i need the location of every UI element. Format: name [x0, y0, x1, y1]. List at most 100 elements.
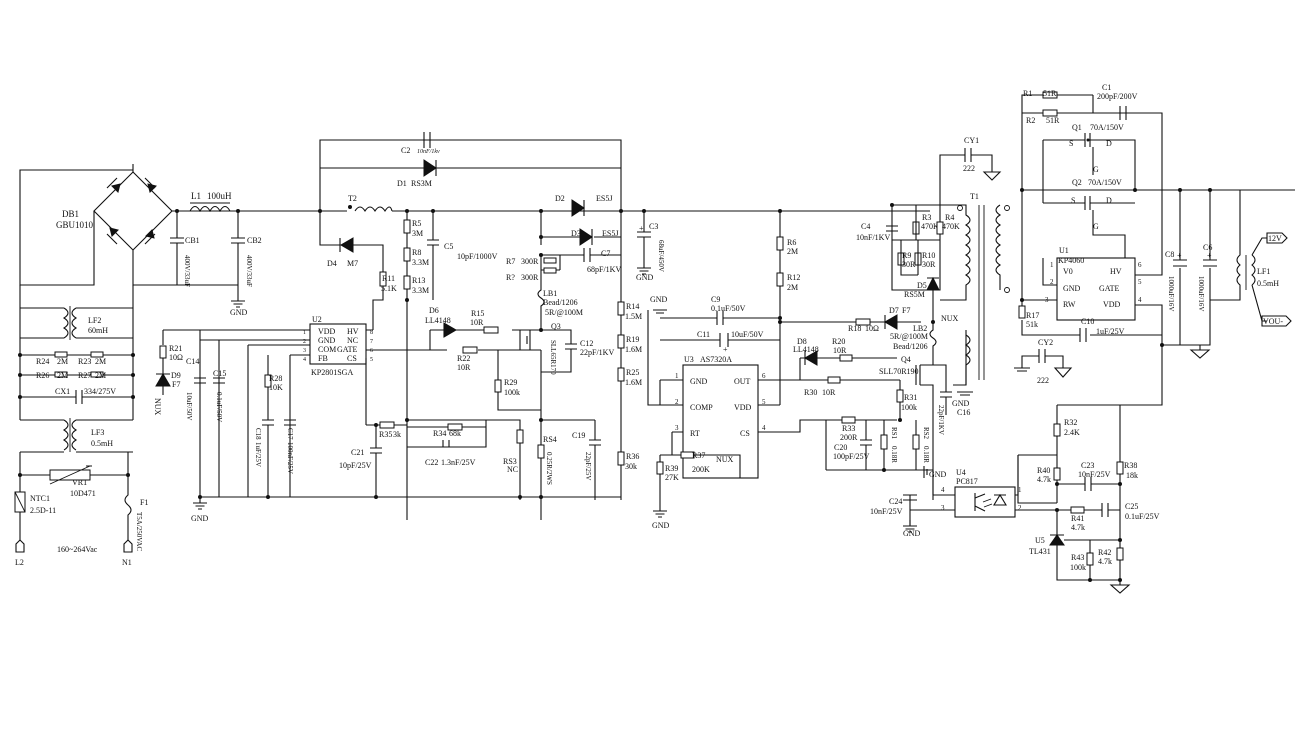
svg-text:CS: CS — [347, 354, 357, 363]
svg-text:3k: 3k — [393, 430, 401, 439]
svg-text:LL4148: LL4148 — [793, 345, 819, 354]
svg-text:R6: R6 — [787, 238, 796, 247]
svg-text:CY2: CY2 — [1038, 338, 1053, 347]
capacitor-c23: C23 10nF/25V — [1057, 461, 1120, 491]
svg-text:C8: C8 — [1165, 250, 1174, 259]
svg-text:6: 6 — [1138, 261, 1142, 269]
svg-text:R37: R37 — [692, 451, 705, 460]
svg-text:3M: 3M — [412, 229, 423, 238]
gnd-label: GND — [230, 308, 248, 317]
svg-text:CS: CS — [740, 429, 750, 438]
svg-text:R12: R12 — [787, 273, 800, 282]
ic-u3: U3 AS7320A GND COMP RT OUT VDD CS 1 2 3 … — [675, 355, 766, 479]
svg-text:100pF/25V: 100pF/25V — [833, 452, 870, 461]
svg-text:200R: 200R — [840, 433, 858, 442]
svg-text:4: 4 — [941, 486, 945, 494]
svg-text:5: 5 — [370, 357, 373, 363]
svg-text:R35: R35 — [379, 430, 392, 439]
svg-text:D9: D9 — [171, 371, 181, 380]
svg-text:1: 1 — [1018, 486, 1022, 494]
svg-text:10Ω: 10Ω — [865, 324, 879, 333]
svg-text:7: 7 — [370, 339, 373, 345]
mosfet-q1: Q1 70A/150V S D G — [1043, 123, 1136, 190]
svg-text:100k: 100k — [504, 388, 520, 397]
gnd-c9: GND — [650, 295, 668, 314]
svg-text:U2: U2 — [312, 315, 322, 324]
svg-text:G: G — [1093, 222, 1099, 231]
capacitor-c18: C18 1uF/25V — [254, 419, 274, 497]
svg-text:R24: R24 — [36, 357, 49, 366]
svg-text:V0: V0 — [1063, 267, 1073, 276]
svg-text:D8: D8 — [797, 337, 807, 346]
capacitor-c3: C3 68uF/450V + GND — [636, 211, 665, 282]
svg-text:222: 222 — [963, 164, 975, 173]
db1-part: GBU1010 — [56, 220, 94, 230]
resistor-r39: R39 27K GND — [652, 461, 679, 530]
svg-text:NUX: NUX — [153, 398, 162, 416]
svg-text:LL4148: LL4148 — [425, 316, 451, 325]
svg-text:C16: C16 — [957, 408, 970, 417]
svg-text:G: G — [1093, 165, 1099, 174]
svg-text:SLL65R170: SLL65R170 — [549, 340, 557, 375]
diode-d4: D4 M7 — [320, 237, 383, 268]
svg-text:NTC1: NTC1 — [30, 494, 50, 503]
drive-q4: D8 LL4148 R20 10R R30 10R — [793, 337, 900, 397]
capacitor-c4: C4 10nF/1KV — [856, 222, 898, 242]
svg-text:10nF/1kv: 10nF/1kv — [417, 149, 440, 155]
svg-text:R8: R8 — [412, 248, 421, 257]
sense-network: RS3 NC RS4 0.25R/2WS C19 22pF/25V R34 68… — [339, 419, 601, 500]
svg-text:4.7k: 4.7k — [1071, 523, 1085, 532]
svg-text:R29: R29 — [504, 378, 517, 387]
svg-text:R3: R3 — [922, 213, 931, 222]
svg-text:10nF/25V: 10nF/25V — [870, 507, 903, 516]
svg-text:4: 4 — [303, 357, 306, 363]
svg-text:3: 3 — [303, 348, 306, 354]
svg-text:R17: R17 — [1026, 311, 1039, 320]
svg-text:RS3: RS3 — [503, 457, 517, 466]
svg-text:R20: R20 — [832, 337, 845, 346]
svg-text:70A/150V: 70A/150V — [1088, 178, 1122, 187]
svg-text:200K: 200K — [692, 465, 710, 474]
svg-text:VDD: VDD — [734, 403, 752, 412]
svg-text:60mH: 60mH — [88, 326, 108, 335]
svg-text:2: 2 — [303, 339, 306, 345]
svg-text:10K: 10K — [269, 383, 283, 392]
svg-text:2M: 2M — [95, 357, 106, 366]
diode-d5: D5 RS5M — [904, 276, 940, 322]
svg-text:KP4060: KP4060 — [1058, 256, 1084, 265]
svg-text:R14: R14 — [626, 302, 639, 311]
svg-text:5R/@100M: 5R/@100M — [890, 332, 928, 341]
svg-text:5: 5 — [762, 398, 766, 406]
svg-text:C9: C9 — [711, 295, 720, 304]
svg-text:R34: R34 — [433, 429, 446, 438]
svg-text:U4: U4 — [956, 468, 966, 477]
svg-text:68k: 68k — [449, 429, 461, 438]
svg-text:R15: R15 — [471, 309, 484, 318]
capacitor-c14: C14 10uF/50V — [185, 357, 206, 420]
svg-text:R13: R13 — [412, 276, 425, 285]
svg-text:5: 5 — [1138, 278, 1142, 286]
svg-text:NUX: NUX — [716, 455, 734, 464]
svg-text:30R: 30R — [922, 260, 936, 269]
svg-text:VR1: VR1 — [72, 478, 87, 487]
svg-text:10nF/1KV: 10nF/1KV — [856, 233, 890, 242]
svg-text:1: 1 — [303, 330, 306, 336]
svg-text:GND: GND — [650, 295, 668, 304]
bead-lb1: LB1 Bead/1206 5R/@100M — [537, 280, 583, 330]
capacitor-c16: C16 22pF/1KV — [933, 364, 970, 435]
svg-text:+: + — [639, 224, 644, 233]
svg-text:4: 4 — [762, 424, 766, 432]
svg-text:FB: FB — [318, 354, 328, 363]
capacitor-c6: C6 1000uF/16V + — [1190, 243, 1217, 359]
ic-u1: U1 KP4060 V0 HV GND GATE RW VDD 1 6 2 5 … — [1045, 246, 1142, 321]
svg-text:100k: 100k — [1070, 563, 1086, 572]
svg-text:D5: D5 — [917, 281, 927, 290]
